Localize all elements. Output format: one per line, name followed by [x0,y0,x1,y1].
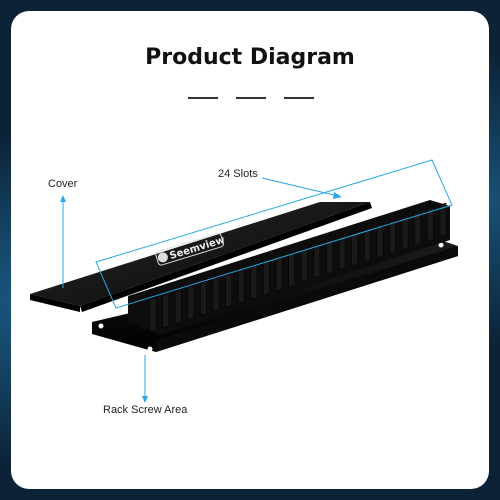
underline-dash [236,97,266,99]
arrow-right-icon [333,192,342,199]
page-title: Product Diagram [145,45,355,70]
slots-leader-line [261,177,339,197]
slot-finger [250,264,258,300]
slot-finger [301,248,308,283]
slot-finger [364,227,371,263]
cover-plate [30,202,370,306]
arrow-down-icon [142,396,148,403]
slot-finger [263,260,270,296]
slot-finger [174,289,182,325]
cover-edge [30,294,80,312]
slot-finger [212,277,220,312]
slot-finger [275,256,283,292]
slot-finger [351,231,358,267]
screw-hole [147,346,153,352]
slot-finger [288,252,295,287]
rack-screw-label: Rack Screw Area [103,404,188,416]
slot-finger [376,223,384,258]
slot-finger [238,268,245,304]
slot-finger [427,206,434,242]
dimension-line-icon [95,159,453,309]
slot-finger [389,219,396,254]
slot-finger [401,215,409,250]
slots-label: 24 Slots [218,168,258,180]
screw-hole [438,242,444,248]
slot-finger [149,297,157,333]
cover-label: Cover [48,178,78,190]
slot-finger [414,210,422,246]
arrow-up-icon [60,195,66,202]
slot-finger [162,293,169,329]
slot-finger [225,272,232,308]
slot-finger [187,285,195,320]
screw-hole [98,323,104,329]
title-underline [188,97,314,99]
underline-dash [284,97,314,99]
slot-fingers [149,202,447,333]
slot-finger [326,239,333,275]
underline-dash [188,97,218,99]
slot-finger [313,243,321,279]
rack-panel-front [156,246,458,352]
cover-lip [80,202,372,312]
slot-finger [439,202,447,238]
slot-finger [338,235,346,271]
slot-finger [200,281,207,316]
